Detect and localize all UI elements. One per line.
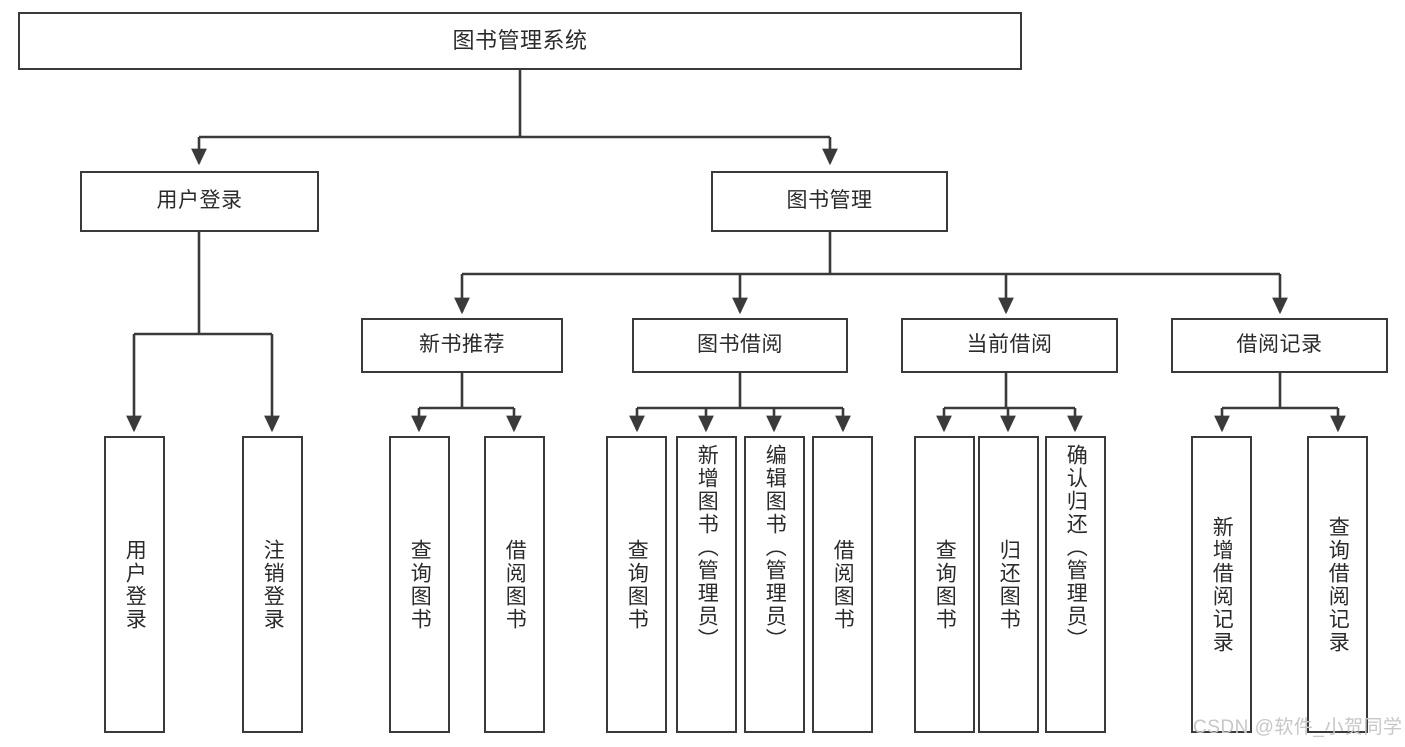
node-book-management[interactable]: 图书管理	[711, 171, 948, 232]
leaf-label: 新增借阅记录	[1210, 515, 1234, 654]
leaf-borrow-book[interactable]: 借阅图书	[812, 436, 873, 733]
leaf-user-login[interactable]: 用户登录	[104, 436, 165, 733]
leaf-label: 编辑图书（管理员）	[763, 444, 787, 651]
node-label: 当前借阅	[966, 333, 1053, 357]
node-borrow-record[interactable]: 借阅记录	[1171, 318, 1388, 373]
node-label: 图书管理	[786, 189, 873, 213]
leaf-label: 查询图书	[933, 538, 957, 631]
node-label: 图书管理系统	[452, 28, 588, 54]
leaf-query-borrow-record[interactable]: 查询借阅记录	[1307, 436, 1368, 733]
leaf-logout[interactable]: 注销登录	[242, 436, 303, 733]
leaf-label: 用户登录	[123, 538, 147, 631]
node-label: 借阅记录	[1236, 333, 1323, 357]
leaf-return-book[interactable]: 归还图书	[978, 436, 1039, 733]
leaf-label: 归还图书	[997, 538, 1021, 631]
leaf-query-book-recommend[interactable]: 查询图书	[389, 436, 450, 733]
node-new-book-recommend[interactable]: 新书推荐	[361, 318, 563, 373]
node-current-borrow[interactable]: 当前借阅	[901, 318, 1118, 373]
leaf-confirm-return-admin[interactable]: 确认归还（管理员）	[1045, 436, 1106, 733]
leaf-add-book-admin[interactable]: 新增图书（管理员）	[676, 436, 737, 733]
leaf-label: 借阅图书	[831, 538, 855, 631]
leaf-label: 新增图书（管理员）	[695, 444, 719, 651]
leaf-label: 确认归还（管理员）	[1064, 444, 1088, 651]
leaf-borrow-book-recommend[interactable]: 借阅图书	[484, 436, 545, 733]
node-label: 新书推荐	[419, 333, 505, 357]
leaf-label: 借阅图书	[503, 538, 527, 631]
leaf-query-book-current[interactable]: 查询图书	[914, 436, 975, 733]
leaf-edit-book-admin[interactable]: 编辑图书（管理员）	[744, 436, 805, 733]
node-book-borrow[interactable]: 图书借阅	[632, 318, 848, 373]
leaf-label: 注销登录	[261, 538, 285, 631]
leaf-add-borrow-record[interactable]: 新增借阅记录	[1191, 436, 1252, 733]
leaf-query-book-borrow[interactable]: 查询图书	[606, 436, 667, 733]
leaf-label: 查询图书	[625, 538, 649, 631]
node-label: 图书借阅	[697, 333, 783, 357]
leaf-label: 查询图书	[408, 538, 432, 631]
node-user-login[interactable]: 用户登录	[80, 171, 319, 232]
leaf-label: 查询借阅记录	[1326, 515, 1350, 654]
node-label: 用户登录	[156, 189, 243, 213]
node-root-book-management-system[interactable]: 图书管理系统	[18, 12, 1022, 70]
